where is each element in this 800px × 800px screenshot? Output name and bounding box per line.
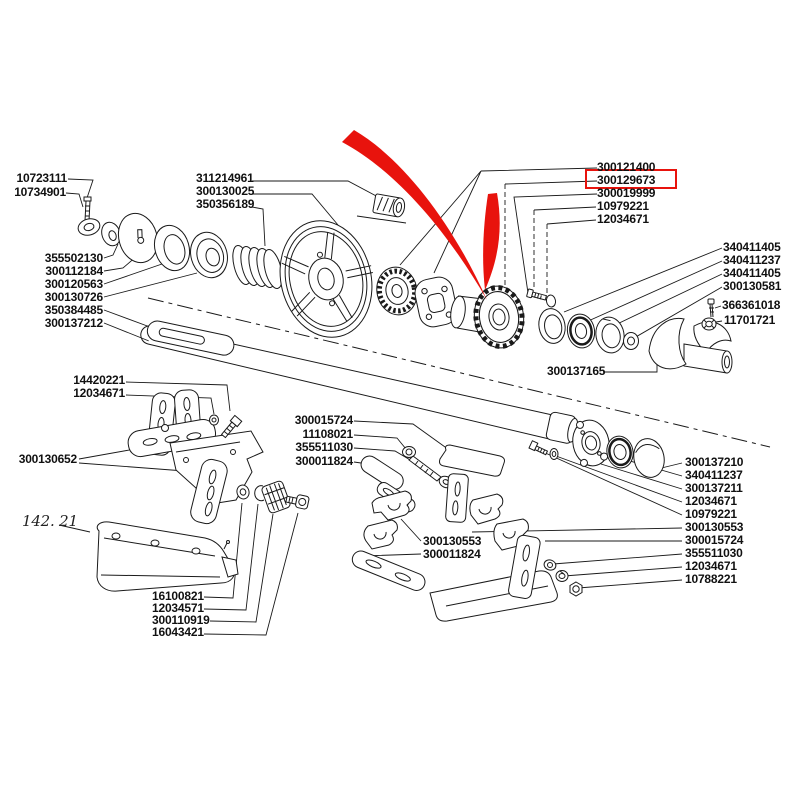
clamp-halves-1 <box>363 490 412 550</box>
part-label-355511030: 355511030 <box>685 546 743 560</box>
small-fastener-row <box>236 480 310 514</box>
highlight-box <box>585 169 677 189</box>
sprocket-drawing <box>473 285 525 349</box>
part-label-10788221: 10788221 <box>685 572 737 586</box>
figure-reference: 142. 21 <box>22 512 78 530</box>
small-washer <box>101 221 121 247</box>
bottom-center-cluster <box>351 444 529 591</box>
part-label-300130726: 300130726 <box>44 290 103 304</box>
part-label-12034671: 12034671 <box>597 212 649 226</box>
cam-plate <box>414 276 458 328</box>
part-label-350356189: 350356189 <box>196 197 255 211</box>
large-ring <box>153 224 191 272</box>
t-plate <box>439 444 505 523</box>
part-label-340411237: 340411237 <box>723 253 781 267</box>
lower-strap <box>351 550 426 591</box>
part-label-12034671: 12034671 <box>73 386 125 400</box>
coil-spring <box>232 244 283 290</box>
washer-lock-nut-chain <box>543 559 583 597</box>
keyhole-disc <box>117 212 159 264</box>
ball-bearing <box>606 435 634 469</box>
notched-ring <box>595 316 625 354</box>
pulley-drawing <box>279 220 373 338</box>
sprocket-clip <box>545 294 557 308</box>
dome-cap <box>633 438 665 478</box>
bolt-top-left <box>83 196 92 222</box>
splined-coupling <box>376 266 418 316</box>
part-label-10979221: 10979221 <box>597 199 649 213</box>
small-clip-bottom <box>549 448 559 460</box>
small-bolt-bottom <box>528 440 549 456</box>
part-label-300110919: 300110919 <box>152 613 210 627</box>
blade-bar <box>146 320 235 356</box>
part-label-300137165: 300137165 <box>547 364 606 378</box>
stepped-race <box>190 231 228 279</box>
part-label-300137212: 300137212 <box>44 316 103 330</box>
part-label-10979221: 10979221 <box>685 507 737 521</box>
part-label-300011824: 300011824 <box>423 547 481 561</box>
part-label-300121400: 300121400 <box>597 160 656 174</box>
bracket-cluster <box>127 389 264 525</box>
seal-ring <box>538 308 566 344</box>
auger-drawing <box>648 317 733 374</box>
part-label-300130652: 300130652 <box>18 452 77 466</box>
part-label-11108021: 11108021 <box>302 427 354 441</box>
tiny-nut-icon <box>701 317 717 331</box>
red-arrow <box>342 130 500 300</box>
part-label-300011824: 300011824 <box>295 454 353 468</box>
part-label-12034671: 12034671 <box>685 494 737 508</box>
part-label-355502130: 355502130 <box>44 251 103 265</box>
part-label-340411237: 340411237 <box>685 468 743 482</box>
small-ring <box>623 332 639 350</box>
cover-panel <box>96 521 239 592</box>
part-label-300130553: 300130553 <box>423 534 482 548</box>
long-bolt <box>402 446 442 482</box>
part-label-350384485: 350384485 <box>44 303 103 317</box>
part-label-300112184: 300112184 <box>45 264 103 278</box>
part-label-10723111: 10723111 <box>16 171 68 185</box>
part-label-300019999: 300019999 <box>597 186 656 200</box>
part-label-340411405: 340411405 <box>723 266 781 280</box>
tube-end-cap <box>545 411 579 444</box>
part-label-300015724: 300015724 <box>294 413 353 427</box>
flanged-fitting <box>77 218 101 236</box>
mid-bearing <box>566 313 596 349</box>
part-label-300130581: 300130581 <box>723 279 782 293</box>
part-label-12034571: 12034571 <box>152 601 204 615</box>
part-label-300120563: 300120563 <box>44 277 103 291</box>
part-label-300130025: 300130025 <box>196 184 255 198</box>
part-label-300015724: 300015724 <box>685 533 744 547</box>
part-label-300129673-highlighted: 300129673 <box>597 173 656 187</box>
tiny-bolt-icon <box>707 298 715 318</box>
part-label-300137211: 300137211 <box>685 481 743 495</box>
t-strap <box>360 455 404 490</box>
part-label-300137210: 300137210 <box>685 455 744 469</box>
leader-lines <box>58 167 723 636</box>
part-label-300130553: 300130553 <box>685 520 744 534</box>
sprocket-bolt <box>526 288 548 301</box>
flange-housing <box>572 419 610 467</box>
centerline <box>147 297 771 448</box>
part-label-311214961: 311214961 <box>196 171 254 185</box>
part-label-340411405: 340411405 <box>723 240 781 254</box>
part-label-16043421: 16043421 <box>152 625 204 639</box>
part-label-12034671: 12034671 <box>685 559 737 573</box>
bushing-drawing <box>356 193 407 224</box>
t-bracket-large <box>429 534 558 622</box>
part-label-14420221: 14420221 <box>73 373 125 387</box>
part-label-16100821: 16100821 <box>152 589 204 603</box>
part-label-11701721: 11701721 <box>724 313 776 327</box>
shaft-tube <box>140 320 579 444</box>
part-label-10734901: 10734901 <box>14 185 66 199</box>
part-label-366361018: 366361018 <box>722 298 781 312</box>
part-label-355511030: 355511030 <box>295 440 353 454</box>
